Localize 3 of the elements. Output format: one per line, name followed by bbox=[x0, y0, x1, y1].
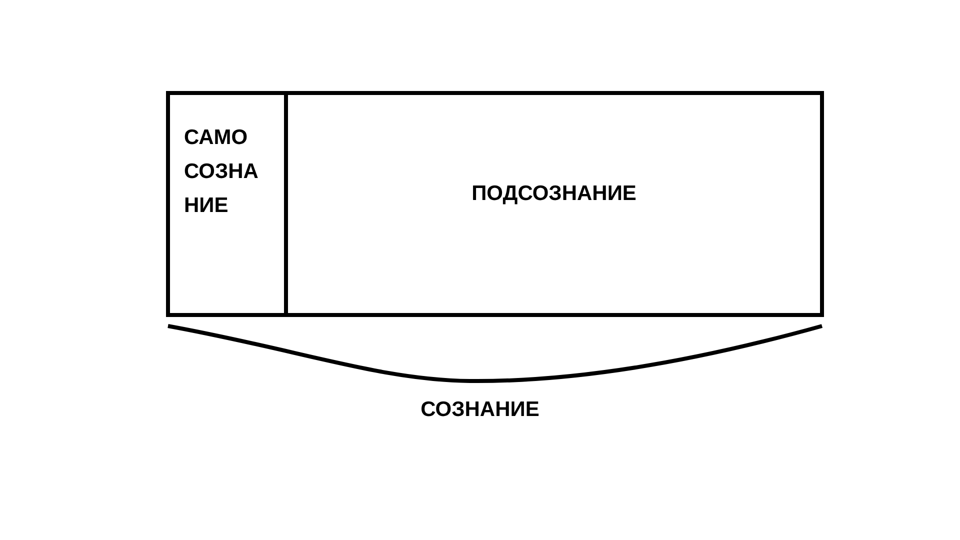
bracket-label: СОЗНАНИЕ bbox=[420, 398, 540, 422]
box-label: САМО СОЗНА НИЕ bbox=[184, 125, 260, 219]
box-label: ПОДСОЗНАНИЕ bbox=[470, 181, 638, 207]
